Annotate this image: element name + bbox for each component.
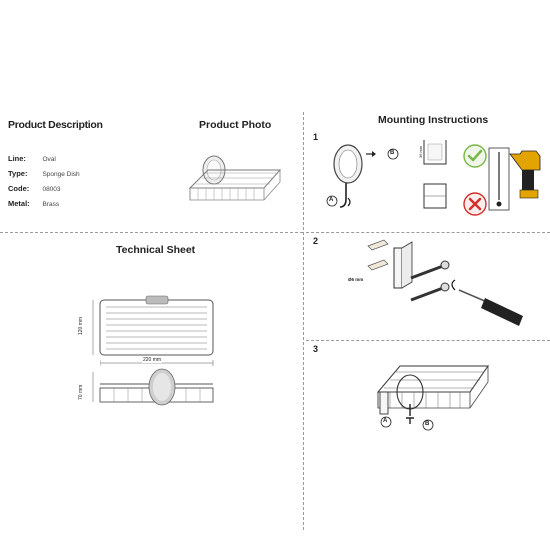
dim-height-side: 70 mm [78, 384, 84, 400]
top-view-drawing [92, 295, 214, 356]
step-1-label-a-circle [326, 195, 338, 207]
field-label: Code: [8, 184, 30, 193]
step-1-label-b-circle [387, 148, 399, 160]
step-3-label-b-circle [422, 419, 434, 431]
horizontal-divider-left [0, 232, 303, 233]
step-2-dim: Ø6 mm [348, 277, 364, 282]
field-label: Metal: [8, 199, 30, 208]
step-1-label-a: A [329, 197, 334, 203]
step-1-bracket [423, 140, 447, 165]
step-3-label-a-circle [380, 416, 392, 428]
divider-step-2-3 [306, 340, 550, 341]
field-label: Line: [8, 154, 26, 163]
product-photo [188, 155, 282, 201]
step-1-number: 1 [313, 132, 319, 142]
technical-sheet-heading: Technical Sheet [116, 244, 196, 256]
step-1-dim: 36 mm [418, 145, 423, 158]
field-code: Code: 08003 [8, 178, 128, 193]
dim-width: 220 mm [142, 357, 163, 363]
width-dim-line [100, 360, 214, 366]
product-fields: Line: Oval Type: Sponge Dish Code: 08003… [8, 148, 128, 208]
check-icon [463, 144, 487, 168]
step-1-wall-plate [333, 144, 376, 208]
step-3-label-a: A [383, 418, 388, 424]
mounting-heading: Mounting Instructions [378, 114, 489, 126]
field-line: Line: Oval [8, 148, 128, 163]
product-photo-heading: Product Photo [199, 119, 272, 131]
product-description-heading: Product Description [8, 119, 103, 131]
drill-icon [488, 147, 541, 211]
step-2-screws [410, 260, 523, 326]
step-2-number: 2 [313, 236, 319, 246]
step-2-anchors [367, 239, 413, 289]
field-metal: Metal: Brass [8, 193, 128, 208]
divider-step-1-2 [306, 232, 550, 233]
field-type: Type: Sponge Dish [8, 163, 128, 178]
cross-icon [463, 192, 487, 216]
field-value: 08003 [42, 186, 61, 193]
field-label: Type: [8, 169, 28, 178]
step-3-number: 3 [313, 344, 319, 354]
dim-height-top: 120 mm [78, 316, 84, 335]
step-3-label-b: B [425, 421, 430, 427]
field-value: Brass [42, 201, 60, 208]
side-view-drawing [92, 368, 214, 406]
vertical-divider [303, 112, 304, 530]
field-value: Sponge Dish [42, 171, 80, 178]
step-3-assembly [376, 364, 489, 424]
step-1-bracket-wrong [423, 183, 447, 209]
step-1-label-b: B [390, 150, 395, 156]
field-value: Oval [42, 156, 56, 163]
